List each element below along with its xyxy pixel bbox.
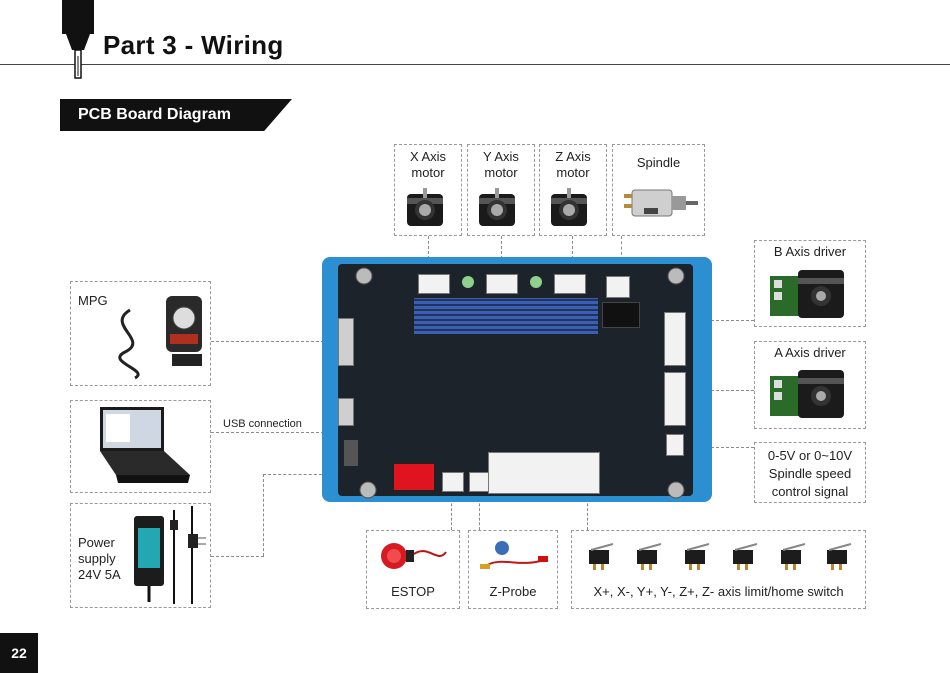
limit-connector-bank: [488, 452, 600, 494]
motor-connector-x: [418, 274, 450, 294]
stepper-motor-icon: [477, 188, 523, 228]
estop-label: ESTOP: [366, 584, 460, 600]
limit-switch-icon: [633, 542, 667, 572]
mpg-pendant-icon: [110, 290, 210, 382]
spindle-label: Spindle: [612, 155, 705, 171]
connector-line: [263, 474, 264, 556]
a-driver-label: A Axis driver: [754, 345, 866, 361]
driver-connector-a: [664, 372, 686, 426]
cnc-tool-icon: [58, 0, 98, 80]
stepper-driver-icon: [768, 366, 852, 426]
heatsink: [414, 298, 598, 334]
motor-connector-y: [486, 274, 518, 294]
stepper-motor-icon: [405, 188, 451, 228]
chip: [602, 302, 640, 328]
power-jack: [344, 440, 358, 466]
limit-switch-icon: [681, 542, 715, 572]
laptop-icon: [94, 405, 194, 489]
connector-line: [211, 432, 339, 433]
section-banner: PCB Board Diagram: [60, 99, 292, 131]
status-led: [462, 276, 474, 288]
limit-switch-icon: [585, 542, 619, 572]
mounting-hole: [354, 266, 374, 286]
mounting-hole: [358, 480, 378, 500]
section-title: PCB Board Diagram: [78, 106, 231, 124]
z-probe-icon: [480, 538, 550, 574]
b-driver-label: B Axis driver: [754, 244, 866, 260]
driver-connector-b: [664, 312, 686, 366]
usb-port: [338, 398, 354, 426]
limit-switch-icon: [823, 542, 857, 572]
limit-switch-icon: [729, 542, 763, 572]
header-rule: [0, 64, 950, 65]
mounting-hole: [666, 266, 686, 286]
page-title: Part 3 - Wiring: [103, 30, 284, 61]
spindle-connector: [606, 276, 630, 298]
limit-switch-label: X+, X-, Y+, Y-, Z+, Z- axis limit/home s…: [571, 584, 866, 600]
motor-connector-z: [554, 274, 586, 294]
estop-connector: [442, 472, 464, 492]
speed-signal-connector: [666, 434, 684, 456]
stepper-driver-icon: [768, 266, 852, 326]
power-switch[interactable]: [392, 462, 436, 492]
connector-line: [211, 341, 339, 342]
probe-label: Z-Probe: [468, 584, 558, 600]
spindle-motor-icon: [624, 186, 698, 222]
estop-button-icon: [378, 538, 448, 574]
usb-label: USB connection: [223, 416, 302, 432]
page-number: 22: [0, 633, 38, 673]
mpg-port: [338, 318, 354, 366]
status-led: [530, 276, 542, 288]
connector-line: [211, 556, 264, 557]
mpg-label: MPG: [78, 293, 108, 309]
limit-switch-icon: [777, 542, 811, 572]
stepper-motor-icon: [549, 188, 595, 228]
mounting-hole: [666, 480, 686, 500]
power-adapter-icon: [126, 506, 208, 606]
